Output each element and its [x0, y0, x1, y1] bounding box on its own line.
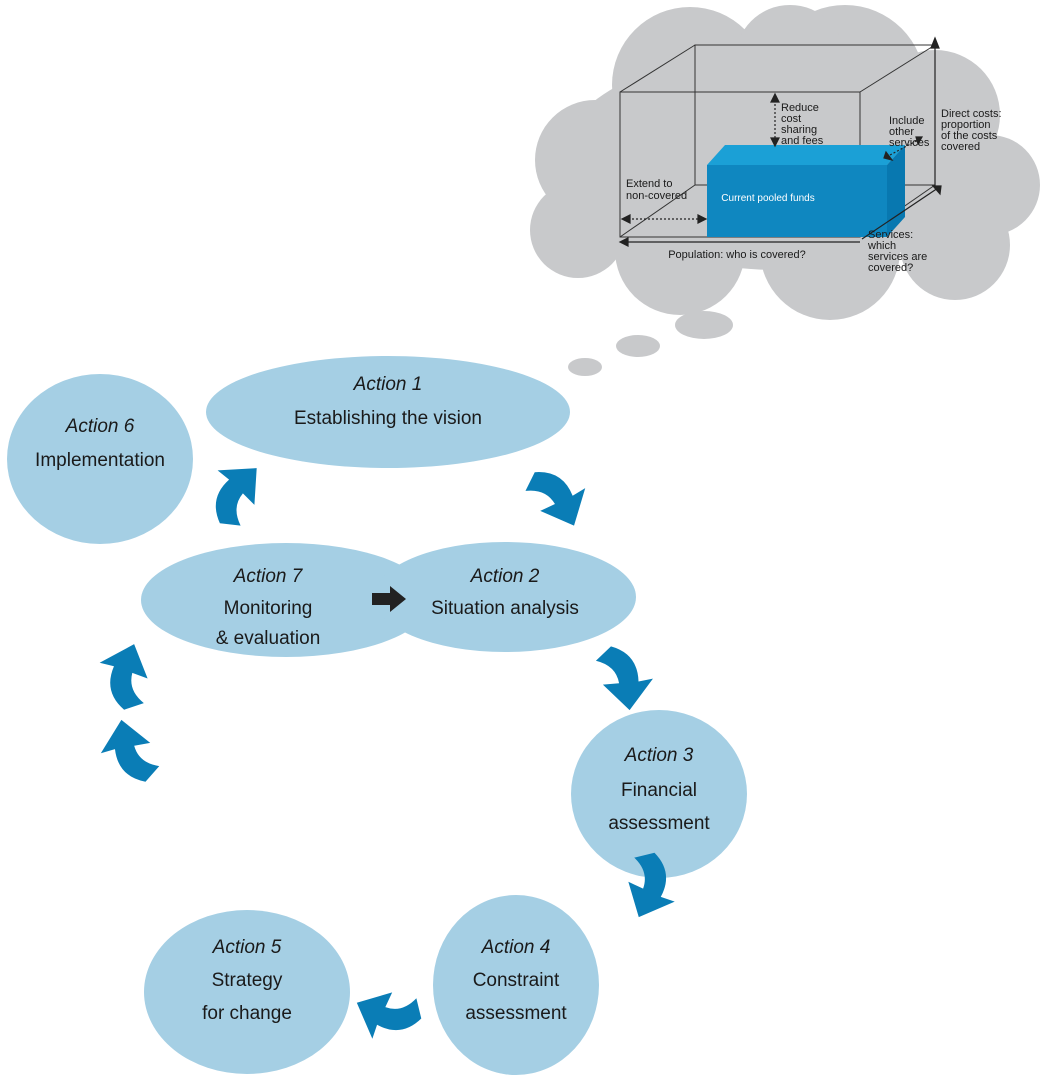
action-1-number: Action 1	[353, 374, 423, 395]
curved-arrow-icon	[99, 644, 148, 710]
direct-costs-label: Direct costs: proportion of the costs co…	[941, 108, 1005, 153]
action-2-title: Situation analysis	[431, 598, 579, 619]
action-5-node	[144, 910, 350, 1074]
population-label: Population: who is covered?	[668, 249, 806, 261]
extend-label: Extend to non-covered	[626, 178, 687, 202]
include-label: Include other services	[889, 115, 930, 149]
action-7-number: Action 7	[233, 566, 304, 587]
action-5-number: Action 5	[212, 937, 282, 958]
action-1-node	[206, 356, 570, 468]
include-arrow	[889, 139, 919, 156]
curved-arrow-icon	[100, 719, 160, 782]
action-4-node	[433, 895, 599, 1075]
curved-arrow-icon	[595, 646, 653, 711]
cube-labels: Reduce cost sharing and fees Include oth…	[626, 102, 1005, 274]
action-2-number: Action 2	[470, 566, 540, 587]
services-label: Services: which services are covered?	[867, 229, 930, 274]
pooled-box-top	[707, 145, 905, 165]
action-7-title-line-1: Monitoring	[224, 598, 313, 619]
current-pooled-funds-box: Current pooled funds	[707, 145, 905, 237]
action-6-number: Action 6	[65, 416, 135, 437]
reduce-label: Reduce cost sharing and fees	[781, 102, 824, 147]
action-6-title: Implementation	[35, 450, 165, 471]
action-4-title-line-2: assessment	[465, 1003, 567, 1024]
action-texts: Action 1 Establishing the vision Action …	[35, 374, 710, 1024]
action-3-title-line-1: Financial	[621, 780, 697, 801]
action-5-title-line-1: Strategy	[212, 970, 283, 991]
action-4-number: Action 4	[481, 937, 551, 958]
thought-bubble-medium	[616, 335, 660, 357]
action-3-node	[571, 710, 747, 878]
thought-bubble-small	[568, 358, 602, 376]
pooled-box-side	[887, 145, 905, 237]
cube-arrows	[618, 36, 942, 247]
curved-arrow-icon	[525, 472, 586, 526]
thought-bubbles	[568, 311, 733, 376]
action-2-node	[374, 542, 636, 652]
action-6-node	[7, 374, 193, 544]
action-7-title-line-2: & evaluation	[216, 628, 321, 649]
thought-bubble-large	[675, 311, 733, 339]
cycle-arrows	[99, 468, 675, 1039]
action-7-node	[141, 543, 431, 657]
right-arrow-icon	[372, 586, 406, 612]
pooled-box-front	[707, 165, 887, 237]
curved-arrow-icon	[628, 852, 675, 918]
curved-arrow-icon	[356, 992, 422, 1039]
curved-arrow-icon	[215, 468, 257, 526]
action-1-title: Establishing the vision	[294, 408, 482, 429]
action-3-title-line-2: assessment	[608, 813, 710, 834]
services-axis-arrow	[861, 187, 939, 240]
action-3-number: Action 3	[624, 745, 694, 766]
action-4-title-line-1: Constraint	[473, 970, 560, 991]
pooled-box-label: Current pooled funds	[721, 193, 814, 204]
action-5-title-line-2: for change	[202, 1003, 292, 1024]
action-nodes	[7, 356, 747, 1075]
